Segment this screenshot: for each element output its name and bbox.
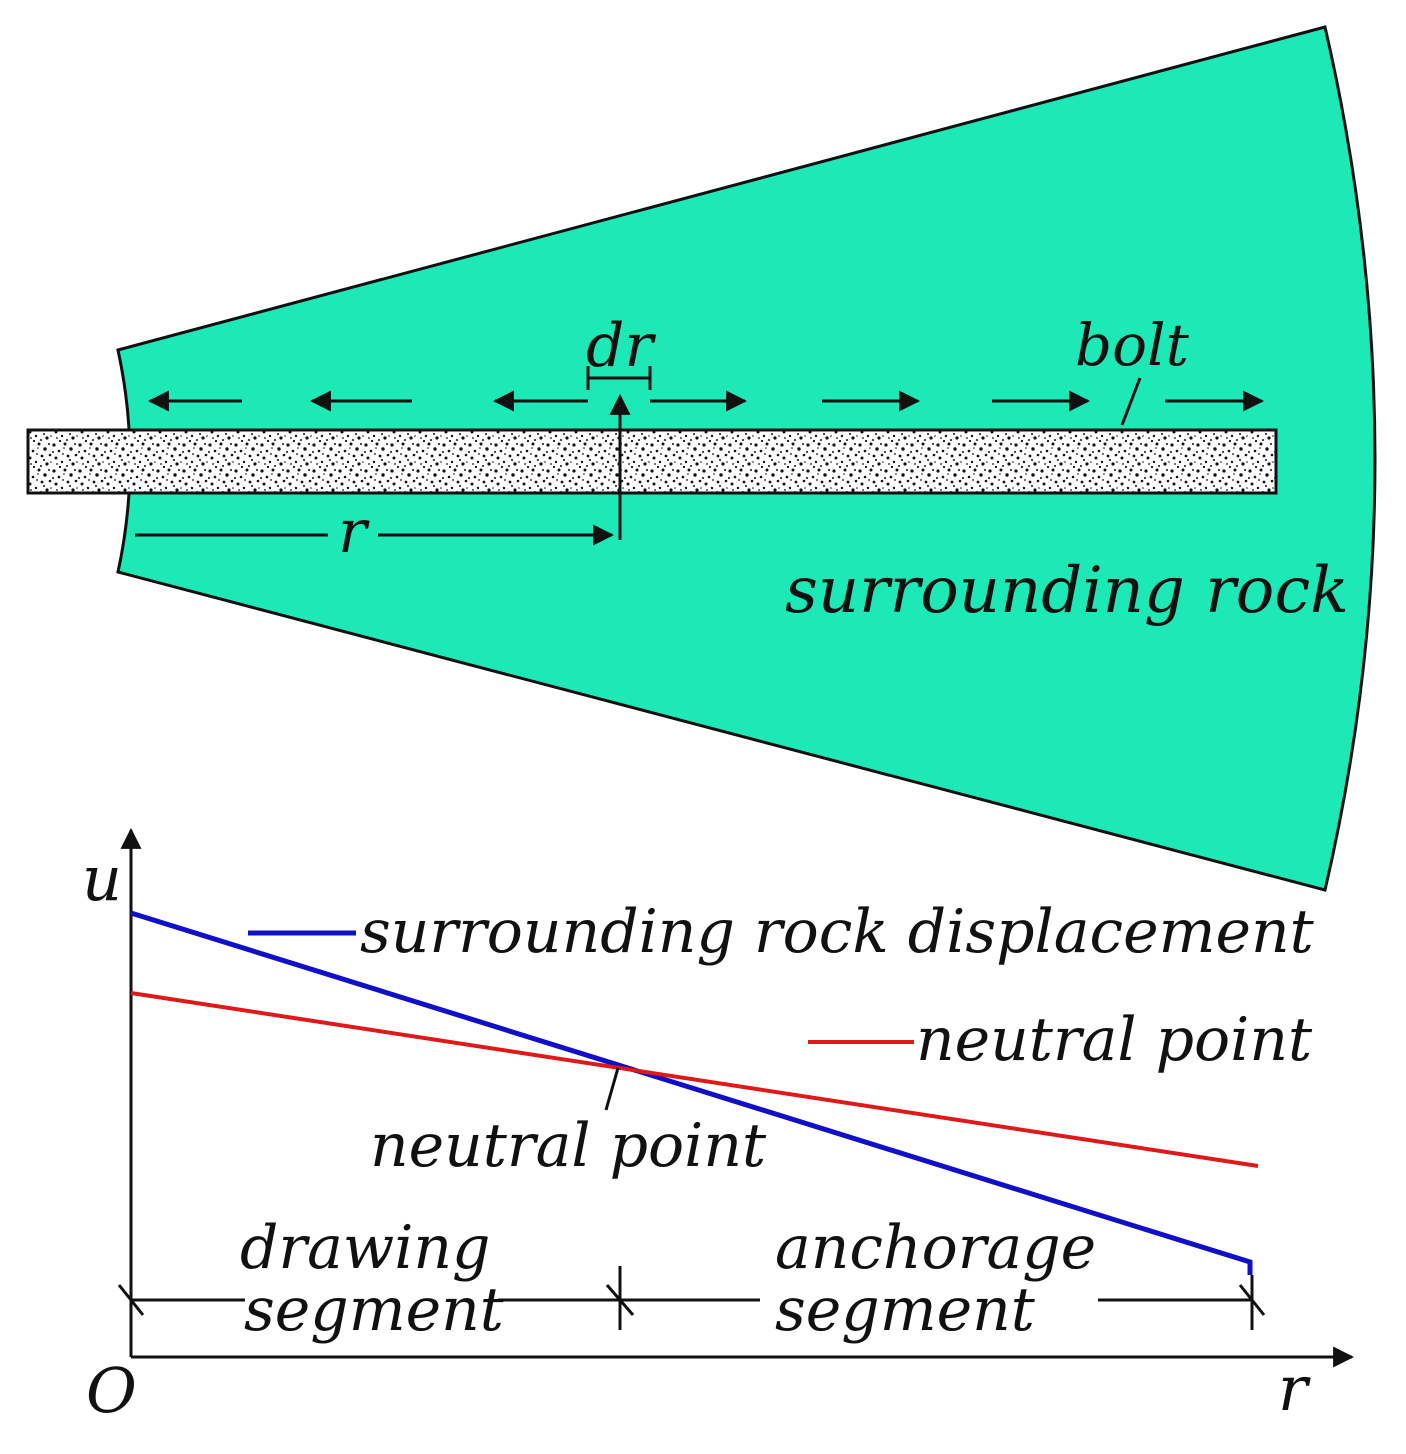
r-axis-label: r xyxy=(1278,1352,1311,1425)
bolt-bar xyxy=(26,428,1278,495)
anchorage-segment-label-1: anchorage xyxy=(775,1213,1096,1283)
bolt-leader-line xyxy=(1120,377,1142,426)
segment-dimension xyxy=(117,1266,1266,1330)
drawing-segment-label-2: segment xyxy=(244,1275,505,1345)
legend-label-displacement: surrounding rock displacement xyxy=(360,897,1315,967)
dr-element-marker xyxy=(586,366,652,390)
surrounding-rock-label: surrounding rock xyxy=(785,554,1349,628)
dr-label: dr xyxy=(586,311,656,381)
neutral-point-line xyxy=(130,991,1259,1168)
surrounding-rock-displacement-line xyxy=(130,910,1253,1275)
plot-axes xyxy=(120,827,1355,1368)
drawing-segment-label-1: drawing xyxy=(240,1213,490,1283)
legend: surrounding rock displacement neutral po… xyxy=(248,897,1315,1075)
anchorage-segment-label-2: segment xyxy=(775,1275,1036,1345)
origin-label: O xyxy=(86,1354,137,1427)
bolt-label: bolt xyxy=(1075,311,1190,379)
neutral-point-leader xyxy=(604,1067,620,1111)
r-dimension-label: r xyxy=(338,497,370,567)
neutral-point-annotation: neutral point xyxy=(370,1111,767,1181)
u-axis-label: u xyxy=(82,842,122,915)
legend-label-neutral-point: neutral point xyxy=(916,1005,1313,1075)
